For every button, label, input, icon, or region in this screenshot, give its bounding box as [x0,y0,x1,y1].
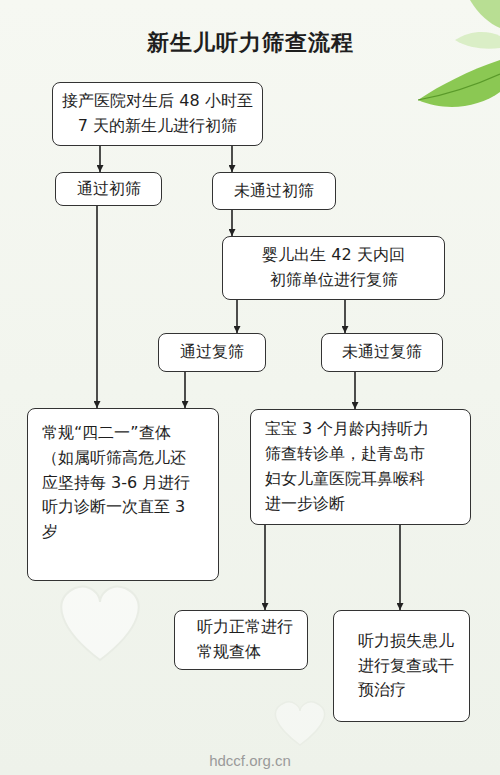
process-box: 听力正常进行 常规查体 [174,610,308,670]
flow-arrow [96,206,98,408]
flow-arrow [184,372,186,408]
leaf-decoration [418,0,500,107]
flow-arrow [354,372,356,409]
leaf-vein [418,74,500,100]
box-text: 听力正常进行 常规查体 [197,615,301,665]
process-box: 未通过复筛 [321,333,443,372]
process-box: 宝宝 3 个月龄内持听力 筛查转诊单，赴青岛市 妇女儿童医院耳鼻喉科 进一步诊断 [250,409,471,525]
process-box: 通过初筛 [55,172,162,206]
flow-arrow [236,300,238,333]
box-text: 常规“四二一”查体 （如属听筛高危儿还 应坚持每 3-6 月进行 听力诊断一次直… [42,421,206,545]
diagram-title: 新生儿听力筛查流程 [0,28,500,58]
flow-arrow [231,146,233,172]
box-text: 宝宝 3 个月龄内持听力 筛查转诊单，赴青岛市 妇女儿童医院耳鼻喉科 进一步诊断 [265,417,462,516]
leaf-shape [418,60,500,107]
heart-decoration [61,586,138,660]
flow-arrow [264,525,266,610]
process-box: 接产医院对生后 48 小时至 7 天的新生儿进行初筛 [52,82,263,146]
process-box: 婴儿出生 42 天内回 初筛单位进行复筛 [222,236,445,300]
box-text: 听力损失患儿 进行复查或干 预治疗 [358,629,463,703]
heart-shape [275,702,324,745]
box-text: 通过复筛 [163,340,261,365]
flow-arrow [231,210,233,236]
heart-shape [61,586,138,660]
flow-arrow [399,525,401,610]
box-text: 婴儿出生 42 天内回 初筛单位进行复筛 [231,243,436,293]
process-box: 未通过初筛 [212,172,336,210]
process-box: 通过复筛 [158,333,266,372]
process-box: 听力损失患儿 进行复查或干 预治疗 [333,610,470,722]
flow-arrow [344,300,346,333]
leaf-shape [470,0,500,28]
box-text: 接产医院对生后 48 小时至 7 天的新生儿进行初筛 [61,89,254,139]
box-text: 未通过复筛 [326,340,438,365]
box-text: 通过初筛 [60,177,157,202]
watermark-text: hdccf.org.cn [175,752,325,769]
box-text: 未通过初筛 [217,179,331,204]
leaf-shape [455,32,500,49]
flow-arrow [99,146,101,172]
heart-decoration [275,702,324,745]
process-box: 常规“四二一”查体 （如属听筛高危儿还 应坚持每 3-6 月进行 听力诊断一次直… [27,408,219,581]
